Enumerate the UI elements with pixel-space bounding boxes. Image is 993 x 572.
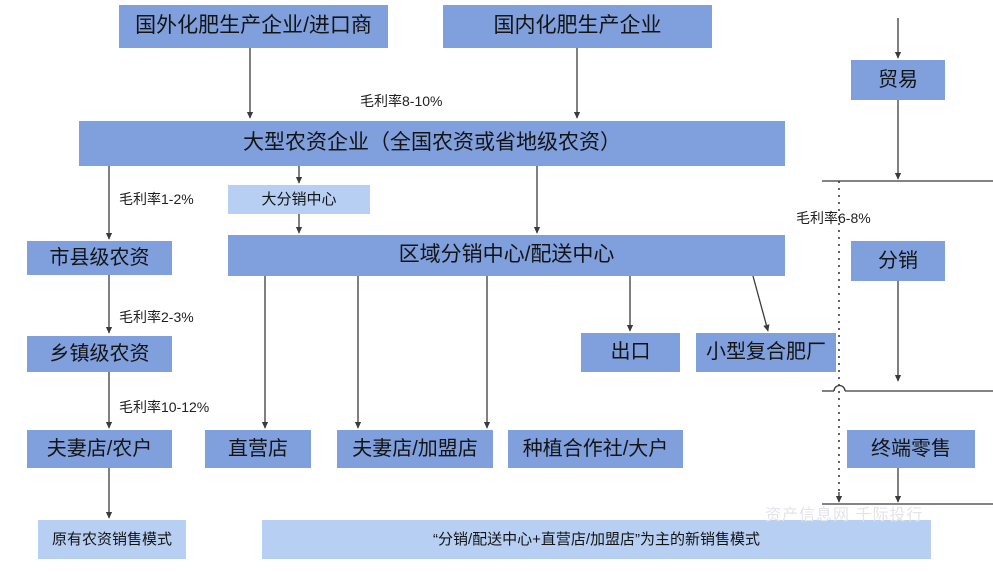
node-couple-store-franchise[interactable]: 夫妻店/加盟店 bbox=[337, 430, 493, 468]
node-big-distribution-center-label: 大分销中心 bbox=[261, 190, 337, 208]
node-direct-store[interactable]: 直营店 bbox=[205, 430, 311, 468]
divider-line-distribution-arc bbox=[833, 384, 846, 392]
node-township-label: 乡镇级农资 bbox=[49, 342, 150, 365]
watermark-text: 资产信息网 千际投行 bbox=[765, 507, 924, 524]
banner-new-sales-model-label: “分销/配送中心+直营店/加盟店”为主的新销售模式 bbox=[432, 530, 761, 548]
node-planting-coop[interactable]: 种植合作社/大户 bbox=[508, 430, 683, 468]
node-export-label: 出口 bbox=[610, 341, 651, 363]
edge-label-margin-8-10: 毛利率8-10% bbox=[360, 93, 443, 109]
node-planting-coop-label: 种植合作社/大户 bbox=[522, 437, 669, 460]
edge-label-margin-10-12: 毛利率10-12% bbox=[119, 399, 210, 415]
node-city-county[interactable]: 市县级农资 bbox=[27, 241, 172, 275]
node-couple-store-farmer-label: 夫妻店/农户 bbox=[46, 437, 153, 460]
node-domestic-producer[interactable]: 国内化肥生产企业 bbox=[443, 5, 712, 48]
edge-label-margin-6-8: 毛利率6-8% bbox=[796, 210, 871, 226]
node-couple-store-franchise-label: 夫妻店/加盟店 bbox=[352, 437, 478, 460]
node-trade[interactable]: 贸易 bbox=[851, 60, 945, 100]
node-direct-store-label: 直营店 bbox=[228, 437, 288, 460]
node-city-county-label: 市县级农资 bbox=[49, 246, 150, 269]
node-couple-store-farmer[interactable]: 夫妻店/农户 bbox=[27, 430, 172, 468]
node-small-compound-fertilizer-plant-label: 小型复合肥厂 bbox=[706, 341, 826, 363]
node-terminal-retail-label: 终端零售 bbox=[871, 437, 951, 460]
node-distribution[interactable]: 分销 bbox=[851, 241, 945, 281]
node-regional-distribution-label: 区域分销中心/配送中心 bbox=[398, 243, 615, 267]
node-large-agri-enterprise[interactable]: 大型农资企业（全国农资或省地级农资） bbox=[79, 121, 785, 166]
node-small-compound-fertilizer-plant[interactable]: 小型复合肥厂 bbox=[696, 333, 836, 372]
node-distribution-label: 分销 bbox=[878, 249, 918, 272]
node-terminal-retail[interactable]: 终端零售 bbox=[847, 430, 975, 468]
node-domestic-producer-label: 国内化肥生产企业 bbox=[493, 14, 662, 38]
edge-label-margin-1-2: 毛利率1-2% bbox=[119, 191, 194, 207]
edge-label-margin-2-3: 毛利率2-3% bbox=[119, 309, 194, 325]
node-trade-label: 贸易 bbox=[878, 68, 918, 91]
banner-new-sales-model[interactable]: “分销/配送中心+直营店/加盟店”为主的新销售模式 bbox=[262, 520, 931, 559]
banner-old-sales-model-label: 原有农资销售模式 bbox=[51, 530, 172, 548]
node-big-distribution-center[interactable]: 大分销中心 bbox=[228, 185, 370, 214]
node-regional-distribution[interactable]: 区域分销中心/配送中心 bbox=[228, 235, 785, 276]
edge-regional-to-small-plant bbox=[752, 275, 770, 332]
node-township[interactable]: 乡镇级农资 bbox=[27, 336, 172, 372]
banner-old-sales-model[interactable]: 原有农资销售模式 bbox=[38, 520, 186, 559]
node-foreign-producer[interactable]: 国外化肥生产企业/进口商 bbox=[119, 5, 388, 48]
node-foreign-producer-label: 国外化肥生产企业/进口商 bbox=[135, 14, 372, 38]
node-large-agri-enterprise-label: 大型农资企业（全国农资或省地级农资） bbox=[243, 131, 621, 155]
node-export[interactable]: 出口 bbox=[581, 333, 680, 372]
